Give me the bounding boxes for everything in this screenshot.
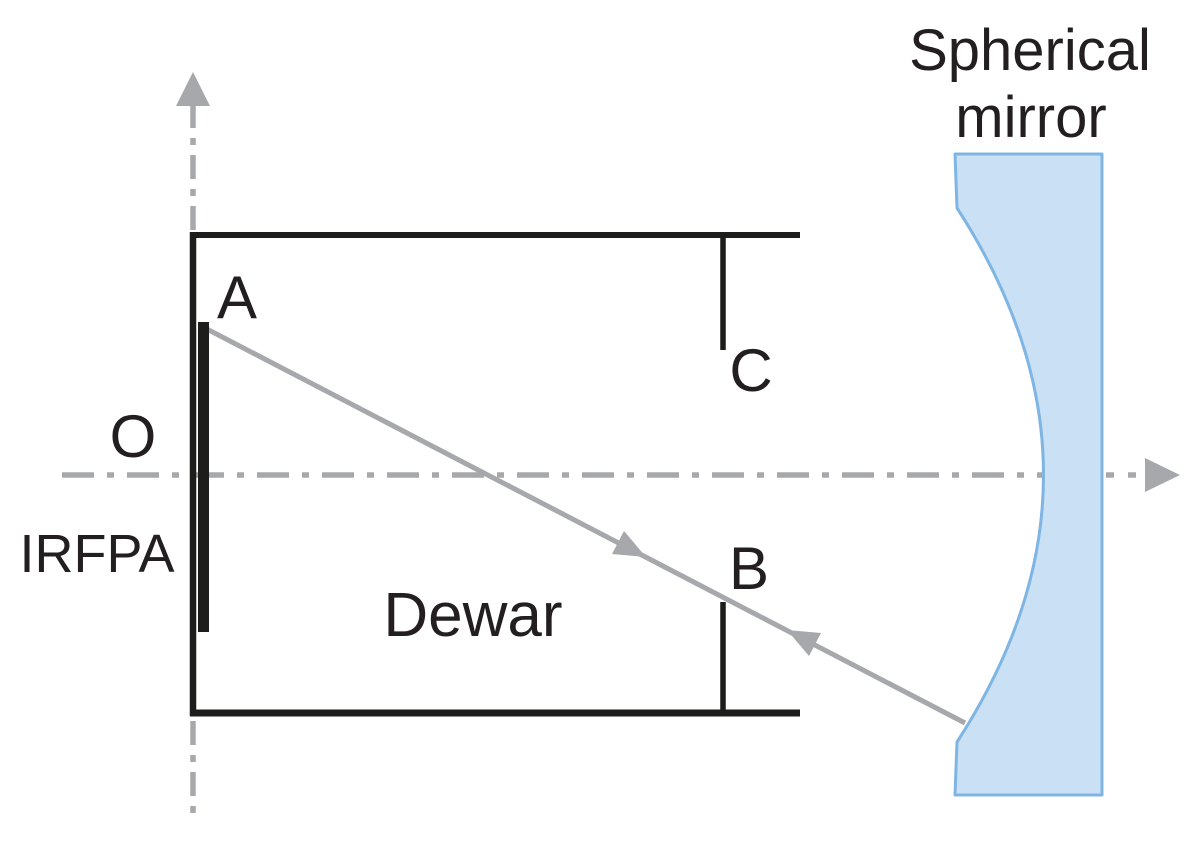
axis-arrow-up-icon — [176, 72, 210, 106]
irfpa-bar — [198, 322, 209, 632]
axis-arrow-right-icon — [1145, 458, 1180, 492]
dewar-label: Dewar — [383, 581, 562, 650]
ray-arrow-return-icon — [787, 630, 821, 656]
point-a-label: A — [217, 264, 257, 331]
point-c-label: C — [729, 337, 772, 404]
origin-label: O — [110, 403, 157, 470]
spherical-mirror-title-line2: mirror — [955, 85, 1106, 150]
ray-arrow-forward-icon — [612, 531, 646, 557]
spherical-mirror-title-line1: Spherical — [909, 18, 1151, 83]
irfpa-label: IRFPA — [19, 524, 174, 584]
point-b-label: B — [729, 535, 769, 602]
spherical-mirror-shape — [953, 152, 1104, 797]
light-ray — [201, 324, 967, 726]
